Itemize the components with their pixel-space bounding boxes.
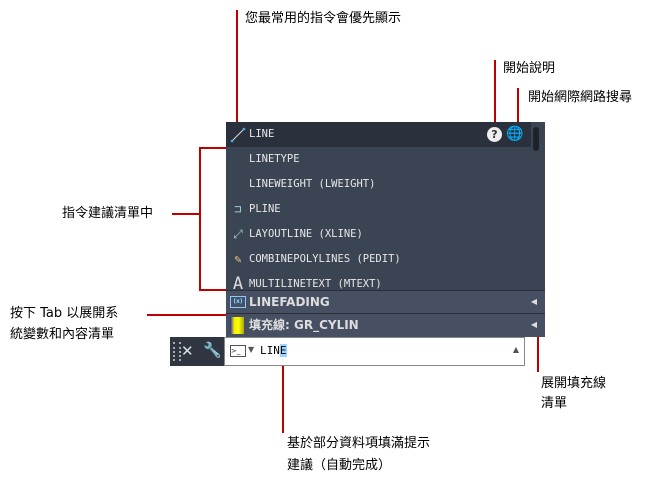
annotation-suggestions: 指令建議清單中	[62, 206, 154, 221]
annotation-autocomplete-2: 建議（自動完成）	[287, 458, 392, 473]
annotation-autocomplete-1: 基於部分資料項填滿提示	[287, 436, 431, 451]
scrollbar[interactable]	[533, 127, 539, 151]
command-input[interactable]: >_ ▼ LINE ▲	[224, 337, 525, 366]
typed-text: LIN	[260, 344, 280, 357]
system-variable-item[interactable]: (x) LINEFADING ◀	[226, 290, 545, 313]
callout-line	[236, 10, 238, 122]
sysvar-icon: (x)	[230, 296, 246, 308]
suggestion-item[interactable]: A MULTILINETEXT (MTEXT)	[226, 272, 531, 297]
close-icon[interactable]: ✕	[181, 342, 194, 360]
callout-line	[199, 289, 226, 291]
expand-arrow-icon[interactable]: ◀	[530, 297, 537, 306]
suggestion-item[interactable]: ⊐ PLINE	[226, 197, 531, 222]
annotation-priority: 您最常用的指令會優先顯示	[245, 11, 402, 26]
annotation-tab-1: 按下 Tab 以展開系	[10, 306, 119, 321]
suggestion-item[interactable]: LINETYPE	[249, 153, 300, 165]
annotation-expand-2: 清單	[541, 396, 568, 411]
pedit-icon: ✎	[234, 252, 242, 266]
callout-line	[282, 366, 284, 433]
callout-line	[537, 326, 539, 372]
autocomplete-text: E	[279, 344, 287, 357]
mtext-icon: A	[232, 274, 244, 294]
suggestion-item[interactable]: ⤢ LAYOUTLINE (XLINE)	[226, 222, 531, 247]
callout-line	[172, 213, 200, 215]
drag-handle[interactable]	[173, 342, 181, 361]
command-text: LINE	[260, 344, 287, 357]
callout-line	[199, 147, 226, 149]
gradient-hatch-icon	[230, 317, 244, 334]
callout-line	[517, 88, 519, 125]
hatch-item[interactable]: 填充線: GR_CYLIN ◀	[226, 313, 545, 337]
callout-bracket	[199, 147, 201, 290]
internet-search-icon[interactable]: 🌐	[506, 126, 524, 142]
expand-arrow-icon[interactable]: ◀	[530, 320, 537, 329]
annotation-expand-1: 展開填充線	[541, 376, 607, 391]
highlight-row	[226, 122, 531, 147]
annotation-help: 開始說明	[503, 61, 556, 76]
suggestion-item[interactable]: LINE ? 🌐	[226, 122, 531, 147]
autocomplete-panel: LINE ? 🌐 LINETYPE LINEWEIGHT (LWEIGHT) ⊐…	[226, 122, 545, 337]
command-history-icon[interactable]: ▲	[512, 345, 519, 354]
callout-line	[494, 60, 496, 125]
customize-wrench-icon[interactable]: 🔧	[203, 341, 222, 359]
suggestion-item[interactable]: LINEWEIGHT (LWEIGHT)	[249, 178, 376, 190]
command-line-toolbar: ✕ 🔧	[170, 337, 224, 366]
annotation-search: 開始網際網路搜尋	[528, 90, 633, 105]
help-icon[interactable]: ?	[487, 127, 502, 142]
annotation-tab-2: 統變數和內容清單	[10, 327, 115, 342]
polyline-icon: ⊐	[234, 202, 242, 216]
suggestion-item[interactable]: ✎ COMBINEPOLYLINES (PEDIT)	[226, 247, 531, 272]
callout-line	[147, 314, 226, 316]
line-icon	[229, 122, 247, 147]
xline-icon: ⤢	[233, 227, 243, 241]
recent-commands-dropdown-icon[interactable]: ▼	[248, 345, 255, 354]
command-prompt-icon[interactable]: >_	[230, 345, 246, 357]
